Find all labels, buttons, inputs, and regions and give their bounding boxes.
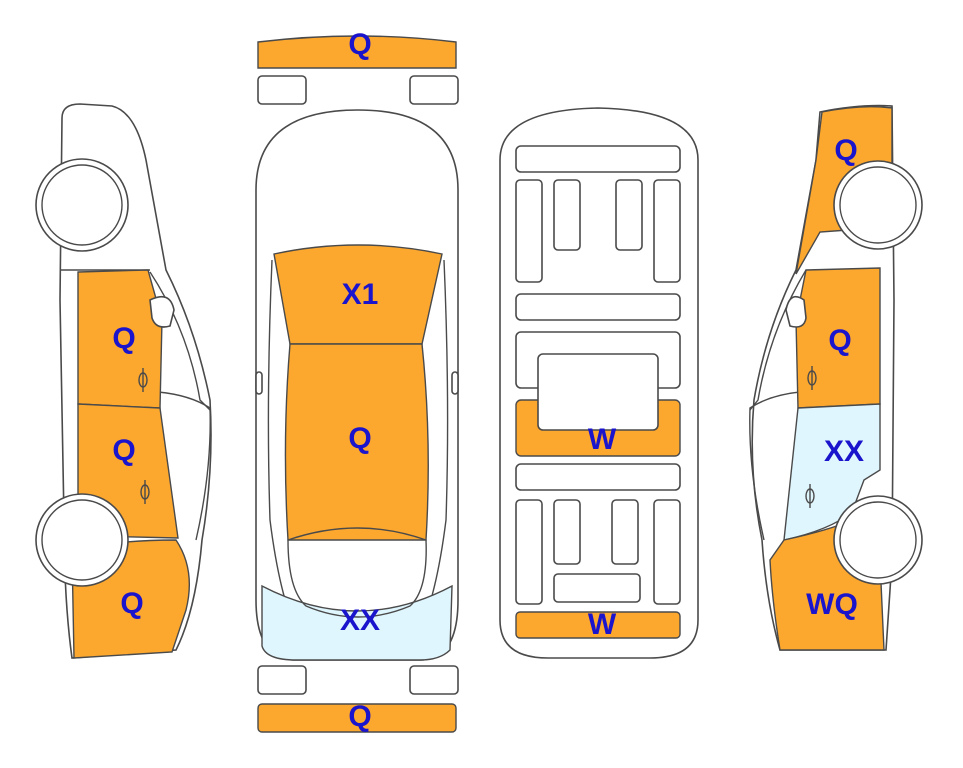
interior-rear-left-seat: [553, 499, 581, 565]
interior-middle-label: W: [588, 423, 617, 456]
trunk-glass-panel[interactable]: [261, 584, 453, 661]
left-rear-door-label: Q: [112, 434, 135, 467]
rear-bumper-panel[interactable]: [257, 703, 457, 733]
top-right-mirror: [451, 371, 459, 395]
interior-rear-right-side: [653, 499, 681, 605]
left-side-view: Q Q Q: [35, 103, 212, 659]
right-front-wheel: [833, 160, 923, 250]
rear-right-lamp: [409, 665, 459, 695]
front-bumper-label: Q: [348, 28, 371, 61]
top-left-mirror: [255, 371, 263, 395]
trunk-glass-label: XX: [340, 604, 380, 637]
interior-front-left-seat: [553, 179, 581, 251]
interior-dash: [515, 145, 681, 173]
left-rear-fender-label: Q: [120, 587, 143, 620]
right-rear-fender-label: WQ: [806, 588, 858, 621]
interior-rear-right-seat: [611, 499, 639, 565]
left-mirror: [149, 295, 175, 328]
right-mirror: [785, 295, 807, 328]
left-window-line: [157, 391, 211, 541]
right-windshield-line: [749, 269, 807, 411]
interior-front-right-seat: [615, 179, 643, 251]
left-front-wheel: [35, 158, 129, 252]
hood-panel[interactable]: [273, 244, 443, 345]
rear-left-lamp: [257, 665, 307, 695]
left-rear-door-handle: [140, 480, 150, 504]
left-rear-wheel: [35, 493, 129, 587]
roof-label: Q: [348, 422, 371, 455]
left-front-door-label: Q: [112, 322, 135, 355]
interior-rear-panel[interactable]: [515, 611, 681, 639]
right-front-fender-label: Q: [834, 134, 857, 167]
right-rear-door-handle: [805, 484, 815, 508]
interior-front-left-seat-side: [515, 179, 543, 283]
right-front-door-handle: [807, 366, 817, 390]
top-view: Q X1 Q XX Q: [255, 28, 459, 733]
left-windshield-line: [149, 271, 211, 411]
interior-rear-label: W: [588, 608, 617, 641]
interior-front-row-bar: [515, 293, 681, 321]
interior-rear-row-bar: [515, 463, 681, 491]
front-right-lamp: [409, 75, 459, 105]
front-bumper-panel[interactable]: [257, 35, 457, 69]
right-window-line: [749, 391, 801, 541]
interior-view: W W: [499, 107, 699, 659]
right-rear-door-label: XX: [824, 435, 864, 468]
rear-bumper-label: Q: [348, 700, 371, 733]
interior-front-right-seat-side: [653, 179, 681, 283]
interior-rear-left-side: [515, 499, 543, 605]
rear-window: [287, 527, 427, 618]
interior-sunroof: [537, 353, 659, 431]
hood-label: X1: [342, 278, 379, 311]
left-front-door-handle: [138, 368, 148, 392]
right-rear-wheel: [833, 495, 923, 585]
right-side-view: Q Q XX WQ: [749, 104, 923, 651]
interior-rear-shelf: [553, 573, 641, 603]
front-left-lamp: [257, 75, 307, 105]
right-front-door-label: Q: [828, 324, 851, 357]
